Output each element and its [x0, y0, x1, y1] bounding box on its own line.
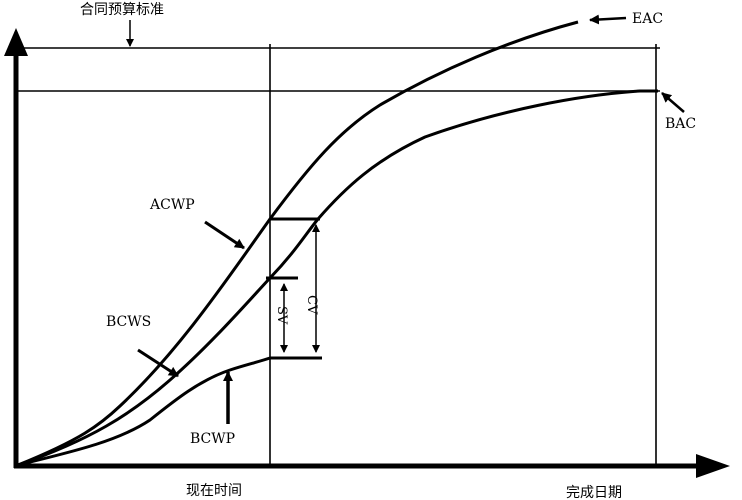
cv-label: CV: [304, 295, 319, 315]
bac-label: BAC: [665, 116, 696, 132]
y-axis: [4, 28, 28, 468]
y-axis-arrow-icon: [4, 28, 28, 56]
eac-label: EAC: [632, 11, 663, 27]
bcws-label: BCWS: [106, 314, 151, 330]
acwp-pointer: [204, 220, 245, 250]
sv-label: SV: [274, 306, 289, 325]
bcwp-curve: [17, 356, 271, 467]
x-axis: [14, 454, 730, 478]
now-time-label: 现在时间: [186, 483, 242, 499]
completion-date-label: 完成日期: [566, 485, 622, 500]
bcws-pointer: [137, 348, 179, 378]
acwp-label: ACWP: [149, 197, 195, 213]
x-axis-arrow-icon: [696, 454, 730, 478]
bac-pointer: [661, 92, 685, 113]
eac-pointer: [589, 14, 627, 25]
contract-budget-label: 合同预算标准: [80, 2, 164, 18]
bcwp-label: BCWP: [190, 431, 235, 447]
bcws-curve: [17, 89, 658, 467]
